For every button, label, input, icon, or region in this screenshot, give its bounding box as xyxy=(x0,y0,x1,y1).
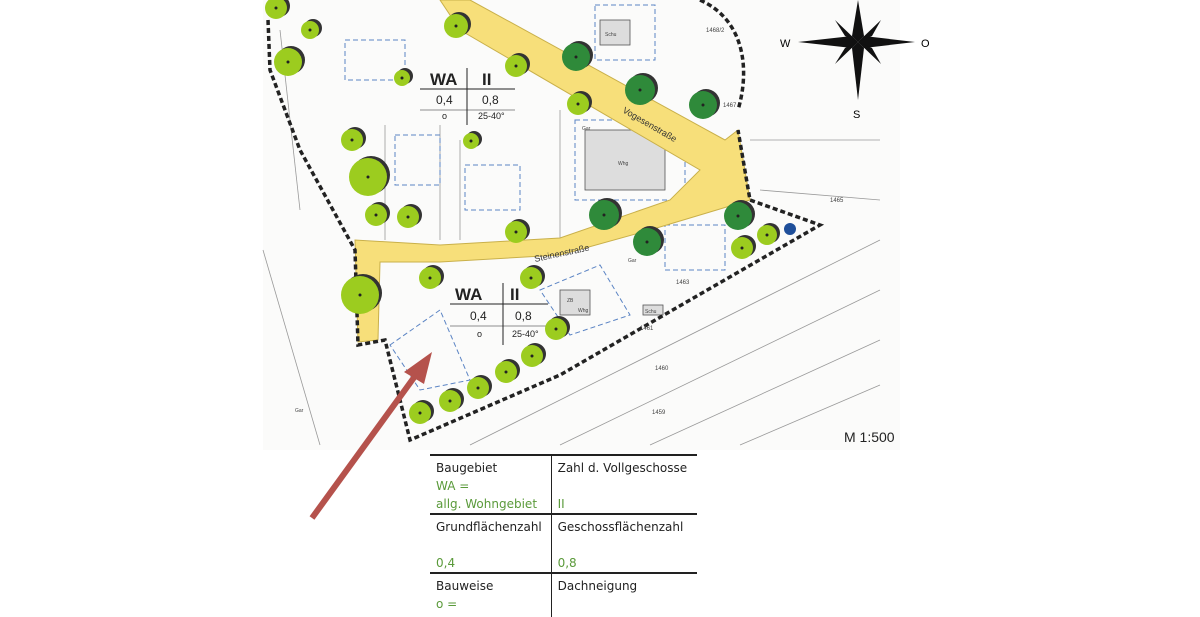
tree-symbol xyxy=(633,226,664,256)
svg-text:Gar: Gar xyxy=(582,126,591,132)
svg-text:II: II xyxy=(482,70,491,89)
svg-text:1468/2: 1468/2 xyxy=(706,28,725,34)
scale-label: M 1:500 xyxy=(844,429,895,445)
legend-value xyxy=(558,536,693,554)
legend-cell: Baugebiet WA = allg. Wohngebiet xyxy=(430,454,552,514)
tree-symbol xyxy=(495,359,520,383)
pointer-arrow xyxy=(309,352,432,520)
tree-symbol xyxy=(505,53,530,77)
parcel-numbers: 1468/2 1467 1465 1463 1461 1460 1459 xyxy=(640,28,844,416)
tree-symbol xyxy=(419,265,444,289)
legend-row: Grundflächenzahl 0,4 Geschossflächenzahl 0,… xyxy=(430,513,697,573)
svg-text:ZB: ZB xyxy=(567,298,574,304)
tree-symbol xyxy=(689,89,720,119)
tree-symbol xyxy=(274,46,305,76)
svg-text:0,4: 0,4 xyxy=(470,309,487,323)
legend-cell: Bauweise o = xyxy=(430,572,552,617)
svg-text:II: II xyxy=(510,285,519,304)
svg-text:Schu: Schu xyxy=(645,309,657,315)
legend-value: 0,4 xyxy=(436,556,456,570)
tree-symbol xyxy=(409,400,434,424)
legend-value: WA = xyxy=(436,479,470,493)
legend-value: allg. Wohngebiet xyxy=(436,497,538,511)
svg-text:0,8: 0,8 xyxy=(482,93,499,107)
tree-symbol xyxy=(397,204,422,228)
tree-symbol xyxy=(520,265,545,289)
svg-text:1463: 1463 xyxy=(676,280,690,286)
tree-symbol xyxy=(724,200,755,230)
legend-label: Baugebiet xyxy=(436,461,498,475)
legend-value: o = xyxy=(436,597,458,611)
plan-boundary xyxy=(266,0,825,443)
tree-symbol xyxy=(625,73,658,105)
svg-text:1459: 1459 xyxy=(652,410,666,416)
tree-symbol xyxy=(545,316,570,340)
tree-symbol xyxy=(731,235,756,259)
svg-text:o: o xyxy=(477,329,482,339)
svg-text:Gar: Gar xyxy=(295,408,304,414)
tree-symbol xyxy=(394,68,413,86)
compass-south: S xyxy=(853,109,860,121)
svg-text:0,8: 0,8 xyxy=(515,309,532,323)
legend-label: Zahl d. Vollgeschosse xyxy=(557,461,688,475)
legend-table: Baugebiet WA = allg. Wohngebiet Zahl d. Vol… xyxy=(430,454,697,617)
svg-text:1460: 1460 xyxy=(655,366,669,372)
zone-label-2: WA II 0,4 0,8 o 25-40° xyxy=(450,283,548,345)
tree-symbol xyxy=(463,131,482,149)
legend-label: Geschossflächenzahl xyxy=(557,520,684,534)
svg-text:Gar: Gar xyxy=(628,258,637,264)
tree-symbol xyxy=(467,375,492,399)
svg-text:Whg: Whg xyxy=(578,308,589,314)
tree-symbol xyxy=(567,91,592,115)
legend-value: 0,8 xyxy=(557,556,577,570)
tree-symbol xyxy=(505,219,530,243)
building-labels: Schu Gar Whg Gar ZB Whg Schu Gar xyxy=(295,32,657,414)
legend-cell: Geschossflächenzahl 0,8 xyxy=(550,513,697,573)
tree-symbol xyxy=(301,19,322,39)
svg-text:0,4: 0,4 xyxy=(436,93,453,107)
legend-value: II xyxy=(557,497,565,511)
tree-symbol xyxy=(562,41,593,71)
svg-text:1467: 1467 xyxy=(723,103,737,109)
svg-text:1461: 1461 xyxy=(640,326,654,332)
legend-label: Grundflächenzahl xyxy=(436,520,542,534)
tree-symbol xyxy=(341,274,382,314)
legend-label: Dachneigung xyxy=(557,579,638,593)
zone-label-1: WA II 0,4 0,8 o 25-40° xyxy=(420,68,515,125)
tree-symbol xyxy=(589,198,622,230)
svg-text:1465: 1465 xyxy=(830,198,844,204)
trees xyxy=(265,0,780,424)
legend-value xyxy=(558,477,693,495)
svg-text:Schu: Schu xyxy=(605,32,617,38)
tree-symbol xyxy=(444,12,471,38)
svg-text:Whg: Whg xyxy=(618,161,629,167)
site-plan-map: Vogesenstraße Steinenstraße WA II 0,4 0,… xyxy=(262,0,930,520)
svg-text:25-40°: 25-40° xyxy=(478,111,505,121)
legend-value xyxy=(436,536,547,554)
svg-text:25-40°: 25-40° xyxy=(512,329,539,339)
tree-symbol xyxy=(521,343,546,367)
tree-symbol xyxy=(265,0,290,19)
legend-row: Bauweise o = Dachneigung xyxy=(430,572,697,617)
marker-dot xyxy=(784,223,796,235)
tree-symbol xyxy=(365,202,390,226)
tree-symbol xyxy=(341,127,366,151)
tree-symbol xyxy=(757,223,780,245)
legend-row: Baugebiet WA = allg. Wohngebiet Zahl d. Vol… xyxy=(430,454,697,514)
compass-rose: W O S xyxy=(780,0,930,121)
legend-label: Bauweise xyxy=(436,579,494,593)
svg-text:WA: WA xyxy=(455,285,482,304)
legend-cell: Dachneigung xyxy=(550,572,697,617)
svg-text:WA: WA xyxy=(430,70,457,89)
compass-west: W xyxy=(780,38,791,50)
tree-symbol xyxy=(439,388,464,412)
tree-symbol xyxy=(349,156,390,196)
compass-east: O xyxy=(921,38,930,50)
legend-cell: Grundflächenzahl 0,4 xyxy=(430,513,552,573)
svg-text:o: o xyxy=(442,111,447,121)
